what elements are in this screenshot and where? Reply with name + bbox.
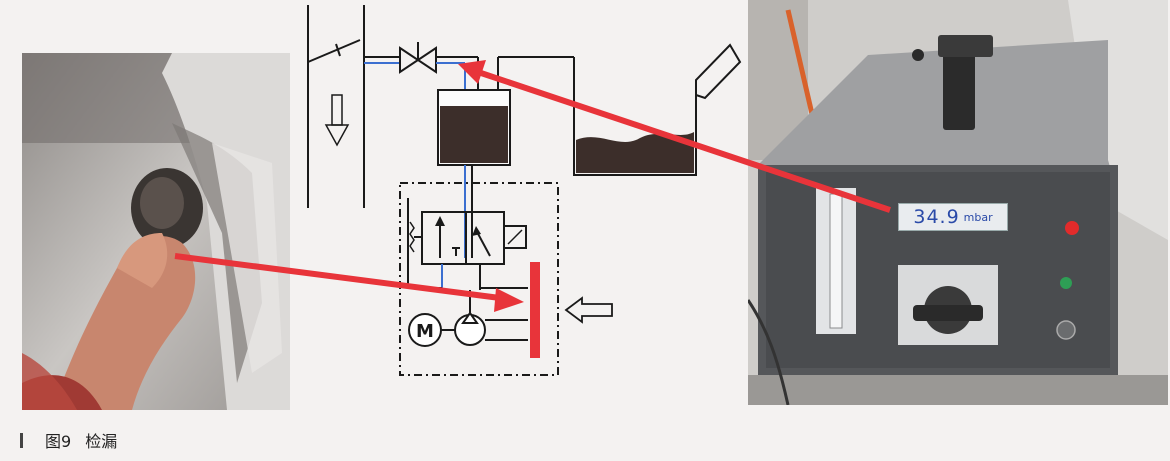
sealing-plug-bar	[530, 262, 540, 358]
solenoid-valve-icon	[407, 198, 528, 290]
photo-hand-sealing-pipe	[22, 53, 290, 410]
pressure-readout-value: 34.9	[913, 206, 960, 228]
valve-icon	[399, 42, 437, 74]
photo-hand-illustration	[22, 53, 290, 410]
fluid-tank	[573, 43, 742, 176]
caption-marker	[20, 432, 23, 448]
motor-label: M	[416, 321, 434, 342]
schematic-svg: M	[307, 5, 742, 376]
pump-icon	[454, 290, 528, 346]
pressure-readout-unit: mbar	[963, 210, 993, 224]
figure-caption: 图9 检漏	[20, 428, 117, 452]
figure-label: 图9	[45, 432, 72, 451]
figure-title: 检漏	[85, 432, 118, 451]
motor-icon: M	[408, 313, 442, 347]
pressure-readout-display: 34.9 mbar	[898, 203, 1008, 231]
pipe-flap	[307, 39, 361, 63]
flow-arrow-icon	[324, 94, 350, 147]
leak-test-schematic: M	[290, 0, 750, 410]
collecting-vessel	[437, 89, 511, 166]
inlet-arrow-icon	[564, 296, 613, 324]
